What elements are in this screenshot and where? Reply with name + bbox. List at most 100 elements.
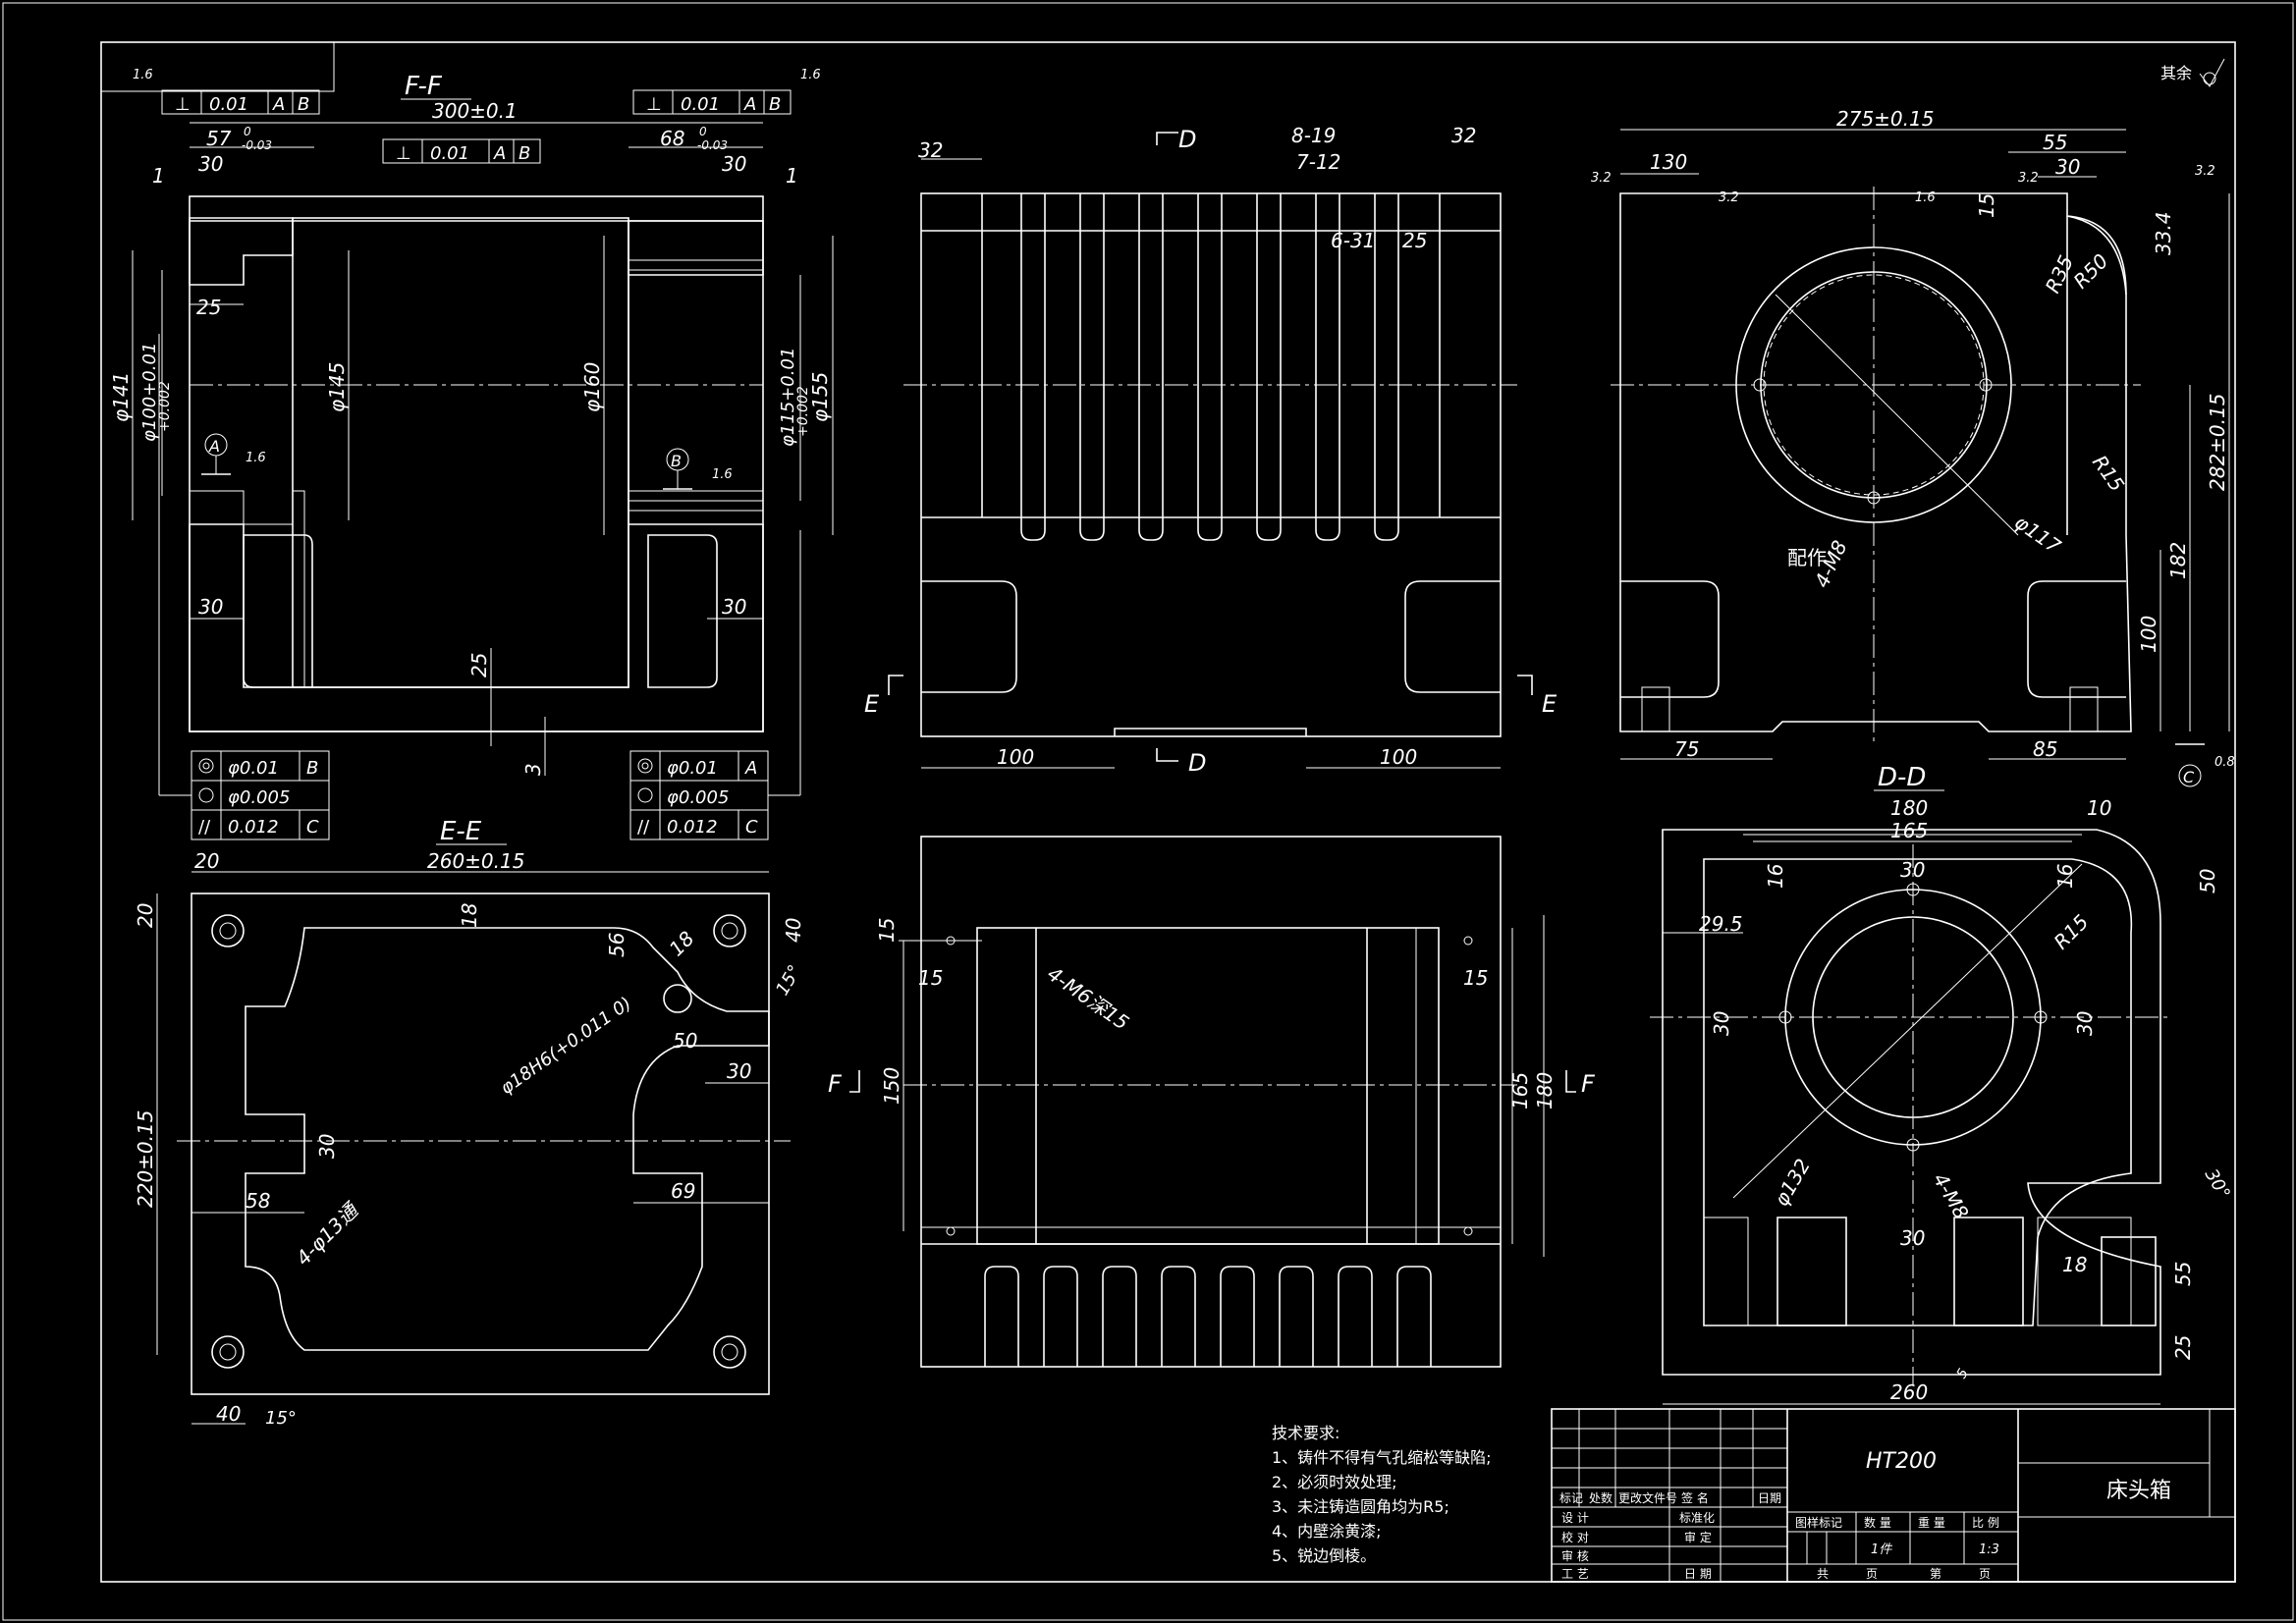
svg-text:30°: 30°	[2201, 1165, 2234, 1203]
svg-text:7-12: 7-12	[1296, 150, 1340, 174]
svg-text:审 核: 审 核	[1561, 1548, 1589, 1563]
svg-text:+0.002: +0.002	[795, 386, 811, 437]
note-2: 2、必须时效处理;	[1272, 1473, 1397, 1491]
svg-text:φ0.01: φ0.01	[667, 758, 718, 779]
svg-text:3.2: 3.2	[2195, 164, 2215, 179]
view-side: 275±0.15 130 55 30 15 33.4 R35 R50 R15 φ…	[1591, 107, 2235, 787]
svg-text:1.6: 1.6	[1915, 190, 1936, 205]
svg-text:130: 130	[1650, 150, 1687, 174]
svg-text:58: 58	[246, 1189, 270, 1213]
svg-text:1:3: 1:3	[1979, 1542, 1999, 1557]
svg-text:40: 40	[782, 918, 805, 943]
svg-text:B: B	[769, 94, 781, 115]
svg-text:φ141: φ141	[109, 372, 133, 422]
corner-box	[101, 42, 335, 92]
svg-text:15: 15	[1975, 193, 1998, 218]
svg-text:18: 18	[458, 903, 481, 928]
svg-text:0.01: 0.01	[430, 143, 469, 164]
svg-text:40: 40	[216, 1402, 241, 1426]
svg-text:15: 15	[1463, 966, 1488, 990]
svg-text:33.4: 33.4	[2152, 211, 2175, 255]
svg-text:+0.002: +0.002	[157, 381, 173, 432]
svg-text:55: 55	[2171, 1262, 2195, 1286]
svg-text:共: 共	[1817, 1567, 1829, 1581]
svg-text:220±0.15: 220±0.15	[134, 1110, 157, 1208]
svg-text:6-31: 6-31	[1331, 229, 1375, 252]
svg-text:数 量: 数 量	[1864, 1515, 1891, 1530]
svg-text:日 期: 日 期	[1684, 1567, 1712, 1581]
svg-text:32: 32	[1451, 124, 1476, 147]
svg-text:0.012: 0.012	[228, 817, 279, 838]
svg-text:φ155: φ155	[808, 372, 832, 422]
svg-text:30: 30	[1900, 858, 1925, 882]
svg-text:D-D: D-D	[1878, 763, 1926, 792]
svg-text:R15: R15	[2050, 910, 2094, 954]
svg-text:4-M6深15: 4-M6深15	[1043, 961, 1133, 1034]
svg-text:16: 16	[1764, 864, 1787, 889]
svg-text:R50: R50	[2069, 249, 2113, 294]
svg-text:30: 30	[198, 152, 223, 176]
notes-title: 技术要求:	[1272, 1424, 1339, 1442]
svg-text:更改文件号: 更改文件号	[1618, 1490, 1677, 1505]
svg-text:1件: 1件	[1871, 1542, 1892, 1557]
svg-text:0.01: 0.01	[209, 94, 248, 115]
svg-text:30: 30	[198, 595, 223, 619]
svg-text:25: 25	[196, 296, 221, 319]
inner-border	[100, 41, 2236, 1583]
svg-text:日期: 日期	[1758, 1491, 1781, 1505]
svg-text:设 计: 设 计	[1561, 1511, 1589, 1525]
svg-text:φ18H6(+0.011 0): φ18H6(+0.011 0)	[497, 993, 635, 1099]
svg-text:165: 165	[1508, 1072, 1532, 1109]
svg-text:页: 页	[1866, 1567, 1878, 1581]
svg-text:100: 100	[997, 745, 1034, 769]
svg-text://: //	[198, 817, 211, 838]
svg-text:16: 16	[2053, 864, 2077, 889]
svg-text:1.6: 1.6	[800, 68, 821, 82]
svg-text:180: 180	[1533, 1072, 1557, 1109]
svg-text:标准化: 标准化	[1679, 1511, 1715, 1525]
svg-text:75: 75	[1674, 737, 1699, 761]
ff-title: F-F	[405, 72, 443, 101]
svg-text:85: 85	[2033, 737, 2057, 761]
svg-text:182: 182	[2166, 542, 2190, 579]
svg-text:φ160: φ160	[580, 362, 604, 412]
svg-text:A: A	[744, 758, 757, 779]
svg-text:F: F	[1581, 1070, 1596, 1098]
svg-text:-0.03: -0.03	[697, 138, 728, 152]
svg-text:100: 100	[1380, 745, 1417, 769]
svg-text:D: D	[1188, 749, 1206, 777]
svg-text:10: 10	[2087, 796, 2111, 820]
svg-text:4-M8: 4-M8	[1929, 1169, 1974, 1223]
svg-text:B: B	[519, 143, 530, 164]
svg-text:图样标记: 图样标记	[1795, 1515, 1842, 1530]
svg-text:15: 15	[875, 918, 899, 943]
svg-text:A: A	[208, 437, 220, 456]
svg-text:4-φ13通: 4-φ13通	[292, 1197, 365, 1271]
roughness-mark-icon	[2199, 58, 2225, 87]
title-block: 标记 处数 更改文件号 签 名 日期 设 计 标准化 校 对 审 定 审 核 工…	[1551, 1408, 2236, 1583]
svg-text:30: 30	[722, 595, 746, 619]
svg-text:30: 30	[1710, 1011, 1733, 1036]
svg-text:第: 第	[1930, 1567, 1941, 1581]
svg-text:0: 0	[244, 125, 251, 138]
svg-text:3.2: 3.2	[2018, 171, 2039, 186]
svg-text:1: 1	[786, 164, 798, 188]
svg-text:3.2: 3.2	[1591, 171, 1612, 186]
svg-text:φ115+0.01: φ115+0.01	[778, 348, 798, 447]
svg-text:25: 25	[467, 653, 491, 677]
svg-text:8-19: 8-19	[1291, 124, 1336, 147]
svg-text:重 量: 重 量	[1918, 1516, 1945, 1530]
svg-text:0: 0	[699, 125, 707, 138]
svg-text:18: 18	[2062, 1253, 2087, 1276]
svg-text:15°: 15°	[265, 1408, 297, 1429]
svg-text:25: 25	[2171, 1335, 2195, 1360]
svg-text:29.5: 29.5	[1699, 912, 1743, 936]
part-name: 床头箱	[2106, 1479, 2171, 1503]
svg-text:C: C	[745, 817, 758, 838]
svg-text:30: 30	[727, 1059, 751, 1083]
svg-text:3: 3	[521, 763, 545, 776]
svg-text:B: B	[671, 452, 682, 470]
svg-text:φ0.005: φ0.005	[667, 787, 729, 808]
note-5: 5、锐边倒棱。	[1272, 1546, 1376, 1565]
